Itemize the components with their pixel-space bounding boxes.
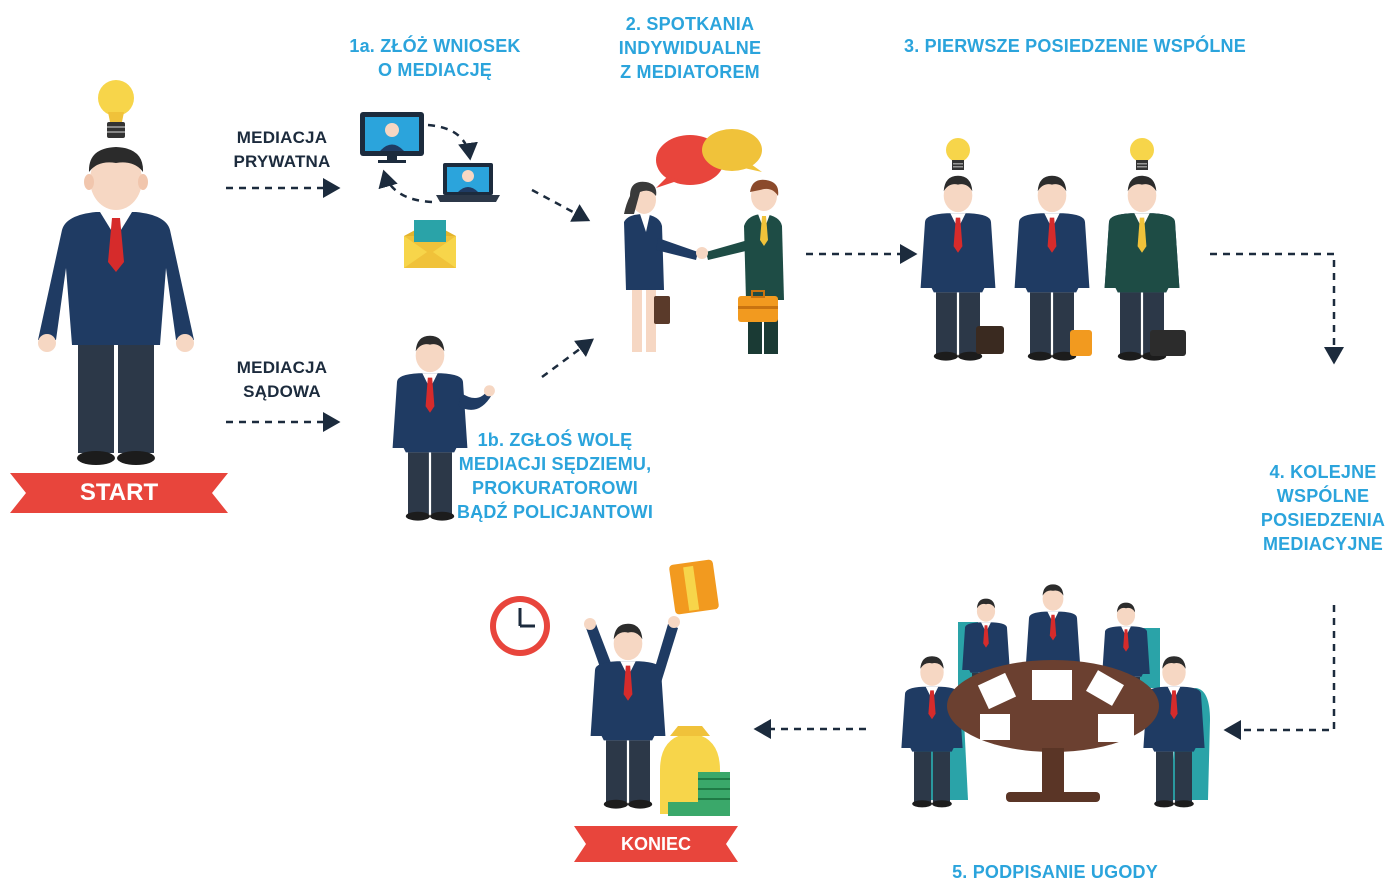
- end-ribbon: [574, 826, 738, 862]
- step-2-label: 2. SPOTKANIA INDYWIDUALNE Z MEDIATOREM: [600, 12, 780, 84]
- end-person-figure: [584, 616, 680, 809]
- arrow-joint-to-step4: [1210, 252, 1344, 365]
- briefcase-icon: [976, 326, 1004, 354]
- step-1a-line-1: 1a. ZŁÓŻ WNIOSEK: [349, 36, 521, 56]
- arrow-laptop-to-monitor: [378, 169, 433, 204]
- step-2-line-3: Z MEDIATOREM: [620, 62, 760, 82]
- lightbulb-icon: [946, 138, 970, 170]
- step-3-line-1: 3. PIERWSZE POSIEDZENIE WSPÓLNE: [904, 36, 1246, 56]
- lightbulb-icon: [1130, 138, 1154, 170]
- step-3-label: 3. PIERWSZE POSIEDZENIE WSPÓLNE: [890, 34, 1260, 58]
- private-line-2: PRYWATNA: [233, 152, 331, 171]
- step-1a-label: 1a. ZŁÓŻ WNIOSEK O MEDIACJĘ: [330, 34, 540, 82]
- joint-meeting-figures: [920, 138, 1186, 361]
- step-4-line-4: MEDIACYJNE: [1262, 534, 1384, 554]
- briefcase-icon: [654, 296, 670, 324]
- step-1a-line-2: O MEDIACJĘ: [377, 60, 493, 80]
- step-1b-line-4: BĄDŹ POLICJANTOWI: [456, 502, 654, 522]
- briefcase-icon: [738, 290, 778, 322]
- arrow-step4-to-table: [1223, 605, 1336, 740]
- court-line-1: MEDIACJA: [236, 358, 328, 377]
- step-4-line-1: 4. KOLEJNE: [1269, 462, 1377, 482]
- end-ribbon-label: KONIEC: [620, 834, 691, 854]
- arrow-court-to-meeting: [541, 338, 595, 379]
- flow-arrows: [226, 123, 1344, 740]
- start-ribbon-label: START: [79, 479, 159, 506]
- briefcase-icon: [1070, 330, 1092, 356]
- step-5-label: 5. PODPISANIE UGODY: [940, 860, 1170, 884]
- private-line-1: MEDIACJA: [236, 128, 328, 147]
- speech-bubble-icon: [656, 129, 762, 188]
- clock-icon: [490, 596, 550, 656]
- court-mediation-label: MEDIACJA SĄDOWA: [220, 356, 344, 404]
- briefcase-icon: [1150, 330, 1186, 356]
- arrow-private-to-meeting: [531, 188, 591, 222]
- briefcase-icon: [669, 559, 719, 615]
- step-2-line-2: INDYWIDUALNE: [618, 38, 762, 58]
- cash-stack-icon: [668, 772, 730, 816]
- court-person-figure: [392, 335, 495, 521]
- step-1b-line-3: PROKURATOROWI: [472, 478, 638, 498]
- envelope-icon: [404, 220, 456, 268]
- step-4-label: 4. KOLEJNE WSPÓLNE POSIEDZENIA MEDIACYJN…: [1258, 460, 1388, 556]
- court-line-2: SĄDOWA: [243, 382, 321, 401]
- private-mediation-label: MEDIACJA PRYWATNA: [220, 126, 344, 174]
- step-4-line-3: POSIEDZENIA: [1260, 510, 1386, 530]
- step-2-line-1: 2. SPOTKANIA: [625, 14, 755, 34]
- round-table-figures: [901, 584, 1210, 808]
- monitor-icon: [360, 112, 424, 163]
- laptop-icon: [436, 163, 500, 202]
- step-5-line-1: 5. PODPISANIE UGODY: [952, 862, 1158, 882]
- step-1b-line-1: 1b. ZGŁOŚ WOLĘ: [477, 430, 633, 450]
- step-1b-label: 1b. ZGŁOŚ WOLĘ MEDIACJI SĘDZIEMU, PROKUR…: [450, 428, 660, 524]
- lightbulb-icon: [98, 80, 134, 138]
- step-1b-line-2: MEDIACJI SĘDZIEMU,: [458, 454, 652, 474]
- mediation-pair-figures: [624, 179, 784, 354]
- start-person-figure: [38, 80, 194, 465]
- step-4-line-2: WSPÓLNE: [1276, 486, 1370, 506]
- start-ribbon: [10, 473, 228, 513]
- arrow-monitor-to-laptop: [427, 123, 478, 161]
